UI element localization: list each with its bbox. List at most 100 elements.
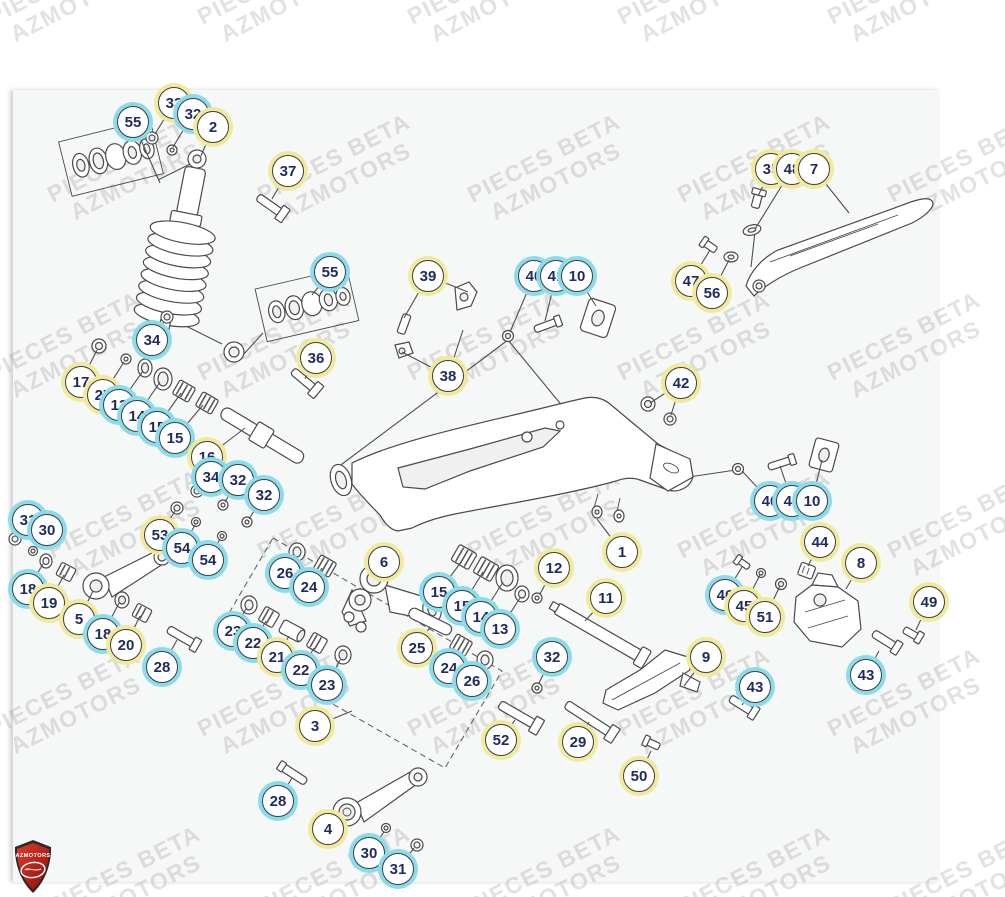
bracket-10-mid (579, 297, 617, 339)
rear-axle-11 (548, 600, 652, 669)
leader-line-15 (156, 392, 182, 428)
leader-line-15 (438, 561, 462, 593)
chain-slider-drawing (745, 198, 934, 297)
leader-line-28 (277, 777, 293, 802)
leader-line-38 (401, 351, 449, 377)
leader-line-6 (375, 561, 385, 578)
washer-12 (531, 592, 543, 604)
leader-line-24 (448, 648, 460, 669)
bolt-35 (750, 187, 767, 209)
washer-30-lower (380, 822, 392, 834)
leader-line-10 (576, 275, 597, 307)
leader-line-55 (311, 271, 331, 296)
nut-33 (145, 131, 159, 145)
seal-kit-box-mid (254, 267, 360, 343)
bolt-29 (564, 700, 621, 744)
leader-line-39 (427, 275, 469, 293)
leader-line-56 (711, 259, 730, 294)
nut-42-a (640, 396, 656, 412)
leader-line-34 (151, 321, 165, 341)
leader-line-22 (252, 620, 267, 644)
leader-line-28 (161, 639, 178, 668)
nut-51 (774, 577, 788, 591)
leader-line-52 (500, 719, 516, 741)
leader-line-36 (304, 357, 317, 380)
leader-line-32 (224, 479, 239, 503)
washer-45 (755, 567, 767, 579)
leader-line-16 (206, 427, 246, 458)
washer-32-top (166, 144, 178, 156)
rocker-pin-25 (408, 607, 453, 636)
seal-kit-box-top (58, 118, 164, 197)
washer-27 (120, 353, 132, 365)
leader-line-33 (154, 102, 175, 135)
leader-line-27 (102, 361, 125, 396)
leader-line-20 (125, 615, 141, 646)
assembly-3-dashed-box (214, 537, 503, 769)
leader-line-25 (416, 626, 431, 649)
leader-line-26 (471, 663, 483, 682)
leader-line-54 (207, 538, 221, 561)
leader-line-29 (577, 721, 590, 743)
shock-absorber-drawing (133, 149, 245, 363)
spacer-tube-21 (278, 619, 306, 643)
leader-line-42 (649, 382, 682, 404)
seal-13-right (514, 585, 530, 603)
bolt-28-lower (276, 760, 308, 785)
leader-line-24 (308, 567, 323, 588)
leader-line-55 (132, 121, 161, 184)
leader-line-9 (683, 656, 707, 687)
leader-line-46 (724, 566, 743, 596)
bolt-41-right (767, 453, 798, 471)
bearing-24-b (449, 633, 473, 657)
leader-line-54 (181, 524, 196, 549)
leader-line-21 (276, 635, 290, 658)
leader-line-26 (284, 556, 296, 574)
washer-32-b (241, 516, 253, 528)
leader-line-50 (638, 750, 652, 777)
washer-40-right (731, 462, 745, 476)
leader-line-31 (397, 847, 415, 870)
nut-31-upper (8, 532, 22, 546)
nut-53 (170, 501, 184, 515)
logo-shield-body (16, 843, 50, 890)
leader-line-40 (741, 470, 771, 502)
leader-line-30 (34, 529, 48, 549)
bolt-52 (497, 701, 545, 736)
leader-line-32 (248, 494, 265, 520)
leader-line-19 (48, 574, 65, 604)
chain-guide-lower-drawing (602, 649, 701, 711)
leader-line-12 (539, 567, 555, 595)
leader-line-47 (690, 249, 711, 282)
logo-track-oval-icon (20, 861, 46, 879)
screw-46 (732, 553, 751, 570)
chain-guide-upper-drawing (793, 572, 862, 648)
leader-line-40 (509, 275, 535, 333)
bushing-19 (55, 562, 77, 582)
leader-line-31 (16, 519, 29, 537)
leader-line-48 (754, 168, 793, 230)
part-44-clip (797, 561, 816, 580)
leader-line-39 (403, 275, 429, 319)
seal-23-b (334, 645, 352, 665)
leader-line-2 (200, 126, 214, 157)
leader-line-1 (596, 518, 623, 553)
bolt-41-mid (533, 314, 564, 333)
leader-line-35 (757, 168, 772, 197)
bolt-28-upper (166, 626, 203, 653)
leader-line-23 (232, 608, 247, 632)
leader-line-30 (368, 831, 385, 854)
leader-line-41 (544, 275, 557, 322)
washer-32-c (531, 682, 543, 694)
swingarm-drawing (329, 396, 694, 532)
screw-50 (641, 734, 661, 751)
leader-line-15 (174, 404, 204, 439)
logo-track-swoosh-icon (24, 868, 42, 871)
leader-line-18 (102, 602, 120, 635)
leader-line-14 (136, 381, 161, 417)
leader-line-32 (172, 113, 194, 148)
leader-line-45 (743, 574, 761, 607)
